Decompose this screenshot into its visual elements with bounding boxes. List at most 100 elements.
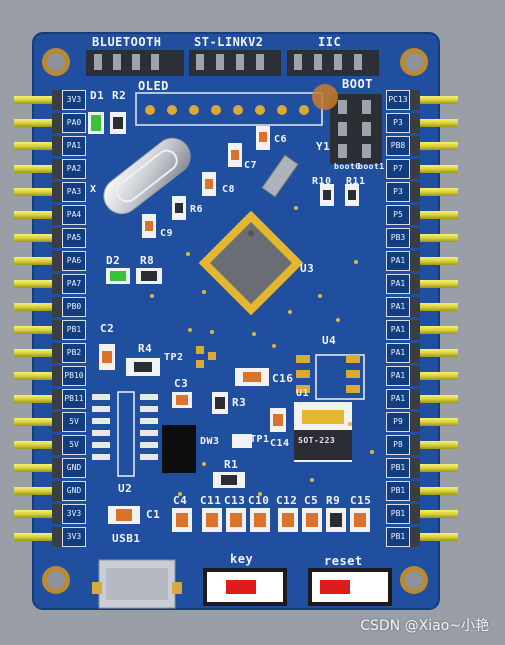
right-pin-label: PB1: [386, 481, 410, 501]
right-pin-label: PB1: [386, 504, 410, 524]
ref-x: X: [90, 184, 97, 195]
left-pin[interactable]: [14, 280, 62, 288]
right-pin[interactable]: [410, 142, 458, 150]
vias: [150, 206, 374, 496]
left-pin-label: PB1: [62, 320, 86, 340]
usb-connector[interactable]: [92, 559, 182, 609]
right-pin-label: P5: [386, 205, 410, 225]
led-d2: [106, 268, 130, 284]
left-pin[interactable]: [14, 211, 62, 219]
right-pin-label: PB8: [386, 136, 410, 156]
left-pin[interactable]: [14, 96, 62, 104]
left-pin[interactable]: [14, 372, 62, 380]
left-pin[interactable]: [14, 464, 62, 472]
right-pin-label: PA1: [386, 366, 410, 386]
ref-c12: C12: [276, 494, 298, 507]
right-pin-label: PB1: [386, 458, 410, 478]
right-pin[interactable]: [410, 464, 458, 472]
right-pin-label: PA1: [386, 274, 410, 294]
label-stlink: ST-LINKV2: [194, 35, 264, 49]
left-pin-housing: [52, 343, 62, 363]
right-pin[interactable]: [410, 510, 458, 518]
right-pin-housing: [410, 205, 420, 225]
left-pin[interactable]: [14, 395, 62, 403]
reset-button[interactable]: [308, 568, 392, 606]
left-pin-housing: [52, 113, 62, 133]
left-pin[interactable]: [14, 142, 62, 150]
top-header-stlink[interactable]: [189, 50, 281, 76]
right-pin[interactable]: [410, 165, 458, 173]
right-pin[interactable]: [410, 119, 458, 127]
u4-outline: [315, 354, 365, 400]
left-pin[interactable]: [14, 349, 62, 357]
watermark-text: CSDN @Xiao~小艳: [360, 618, 489, 634]
right-pin[interactable]: [410, 211, 458, 219]
left-pin[interactable]: [14, 234, 62, 242]
left-pin-housing: [52, 205, 62, 225]
left-pin-label: GND: [62, 458, 86, 478]
left-pin-housing: [52, 504, 62, 524]
right-pin-housing: [410, 320, 420, 340]
right-pin-label: PA1: [386, 297, 410, 317]
left-pin[interactable]: [14, 418, 62, 426]
left-pin[interactable]: [14, 165, 62, 173]
right-pin[interactable]: [410, 280, 458, 288]
right-pin-housing: [410, 182, 420, 202]
left-pin[interactable]: [14, 119, 62, 127]
bottom-cap-row: [172, 508, 370, 532]
right-pin-housing: [410, 297, 420, 317]
right-pin[interactable]: [410, 395, 458, 403]
right-pin-label: PA1: [386, 343, 410, 363]
ref-u2: U2: [118, 482, 133, 495]
boot-jumpers[interactable]: [312, 84, 382, 164]
left-pin[interactable]: [14, 510, 62, 518]
left-pin[interactable]: [14, 326, 62, 334]
ref-u3: U3: [300, 262, 315, 275]
left-pin-label: 3V3: [62, 90, 86, 110]
right-pin-label: PA1: [386, 389, 410, 409]
ref-c7: C7: [244, 160, 258, 171]
left-pin[interactable]: [14, 303, 62, 311]
right-pin[interactable]: [410, 533, 458, 541]
right-pin[interactable]: [410, 257, 458, 265]
right-pin[interactable]: [410, 418, 458, 426]
left-pin-housing: [52, 458, 62, 478]
right-pin[interactable]: [410, 326, 458, 334]
left-pin-label: PA3: [62, 182, 86, 202]
left-pin-housing: [52, 251, 62, 271]
ref-usb1: USB1: [112, 532, 141, 545]
top-header-iic[interactable]: [287, 50, 379, 76]
right-pin[interactable]: [410, 96, 458, 104]
right-pin[interactable]: [410, 372, 458, 380]
top-header-bluetooth[interactable]: [86, 50, 184, 76]
right-pin[interactable]: [410, 234, 458, 242]
right-pin-housing: [410, 389, 420, 409]
right-pin-label: PB1: [386, 527, 410, 547]
right-pin-label: PC13: [386, 90, 410, 110]
crystal-y1: [261, 154, 299, 198]
right-pin[interactable]: [410, 349, 458, 357]
left-pin-label: PA4: [62, 205, 86, 225]
left-pin[interactable]: [14, 188, 62, 196]
ref-c5: C5: [304, 494, 319, 507]
left-pin-header[interactable]: [14, 90, 62, 547]
left-pin-label: PA0: [62, 113, 86, 133]
ref-c4: C4: [173, 494, 188, 507]
left-pin-housing: [52, 136, 62, 156]
key-button[interactable]: [203, 568, 287, 606]
ref-r6: R6: [190, 204, 204, 215]
left-pin[interactable]: [14, 487, 62, 495]
left-pin[interactable]: [14, 257, 62, 265]
left-pin[interactable]: [14, 533, 62, 541]
left-pin[interactable]: [14, 441, 62, 449]
right-pin-header[interactable]: [410, 90, 458, 547]
ref-c6: C6: [274, 134, 288, 145]
right-pin[interactable]: [410, 303, 458, 311]
right-pin[interactable]: [410, 441, 458, 449]
ref-d1: D1: [90, 89, 105, 102]
left-pin-housing: [52, 412, 62, 432]
ref-r10: R10: [312, 176, 332, 187]
right-pin[interactable]: [410, 487, 458, 495]
ref-c8: C8: [222, 184, 236, 195]
right-pin[interactable]: [410, 188, 458, 196]
